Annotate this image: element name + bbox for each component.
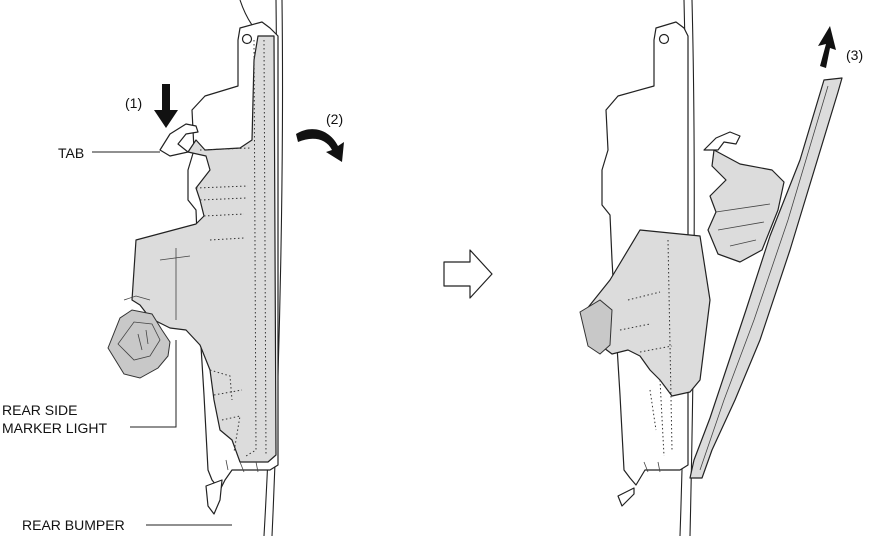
tab-label: TAB [58, 145, 84, 161]
next-step-arrow [443, 249, 493, 299]
left-view: (1) (2) TAB REAR SIDE MARKER LIGHT REAR … [2, 0, 344, 536]
rear-side-marker-light [131, 35, 277, 463]
marker-light-label-line2: MARKER LIGHT [2, 420, 107, 436]
step-1-label: (1) [125, 95, 142, 111]
marker-light-socket [107, 309, 171, 379]
tab-right [703, 131, 741, 151]
socket-remnant [579, 299, 613, 355]
marker-light-leader [130, 340, 177, 428]
step-2-label: (2) [326, 111, 343, 127]
rotate-arrow [296, 129, 344, 162]
mounting-hole-right [658, 33, 670, 45]
mounting-hole [241, 33, 253, 45]
tab [159, 123, 199, 157]
right-view: (3) [579, 0, 863, 536]
pull-up-arrow [818, 26, 836, 68]
rear-bumper-label: REAR BUMPER [22, 517, 125, 533]
removed-light-body [707, 149, 785, 263]
bumper-lower-edge-right [617, 487, 635, 507]
marker-light-label-line1: REAR SIDE [2, 402, 77, 418]
removed-marker-light [689, 77, 843, 479]
bumper-lower-edge [205, 479, 223, 515]
step-3-label: (3) [846, 47, 863, 63]
push-down-arrow [154, 84, 178, 128]
